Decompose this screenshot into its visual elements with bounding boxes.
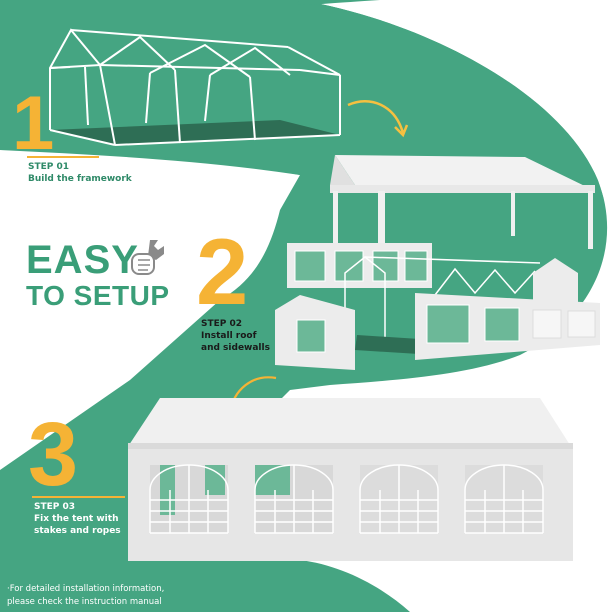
- tent-complete-illustration: [128, 398, 573, 561]
- wrench-fist-icon: [131, 240, 164, 275]
- footnote-line1: ·For detailed installation information,: [7, 584, 165, 594]
- tent-frame-illustration: [49, 28, 341, 146]
- step-1-number: 1: [12, 81, 55, 166]
- step-1-label: STEP 01: [28, 162, 70, 172]
- step-3-description-line2: stakes and ropes: [34, 526, 121, 536]
- step-2-label: STEP 02: [201, 319, 243, 329]
- step-3-number: 3: [28, 405, 79, 505]
- step-2-description-line2: and sidewalls: [201, 343, 270, 353]
- headline-to-setup: TO SETUP: [26, 280, 170, 311]
- arrow-step1-to-step2-icon: [347, 100, 409, 138]
- step-1-underline: [27, 156, 99, 158]
- step-2-description-line1: Install roof: [201, 331, 257, 341]
- tent-windows: [149, 464, 544, 534]
- headline-easy: EASY: [26, 238, 139, 282]
- step-3-description-line1: Fix the tent with: [34, 514, 119, 524]
- tent-roof-and-sidewalls-illustration: [275, 155, 600, 370]
- step-3-label: STEP 03: [34, 502, 76, 512]
- step-2-number: 2: [196, 219, 249, 324]
- step-1-description: Build the framework: [28, 174, 132, 184]
- footnote-line2: please check the instruction manual: [7, 597, 162, 607]
- installation-footnote: ·For detailed installation information, …: [7, 583, 164, 609]
- step-3-underline: [32, 496, 125, 498]
